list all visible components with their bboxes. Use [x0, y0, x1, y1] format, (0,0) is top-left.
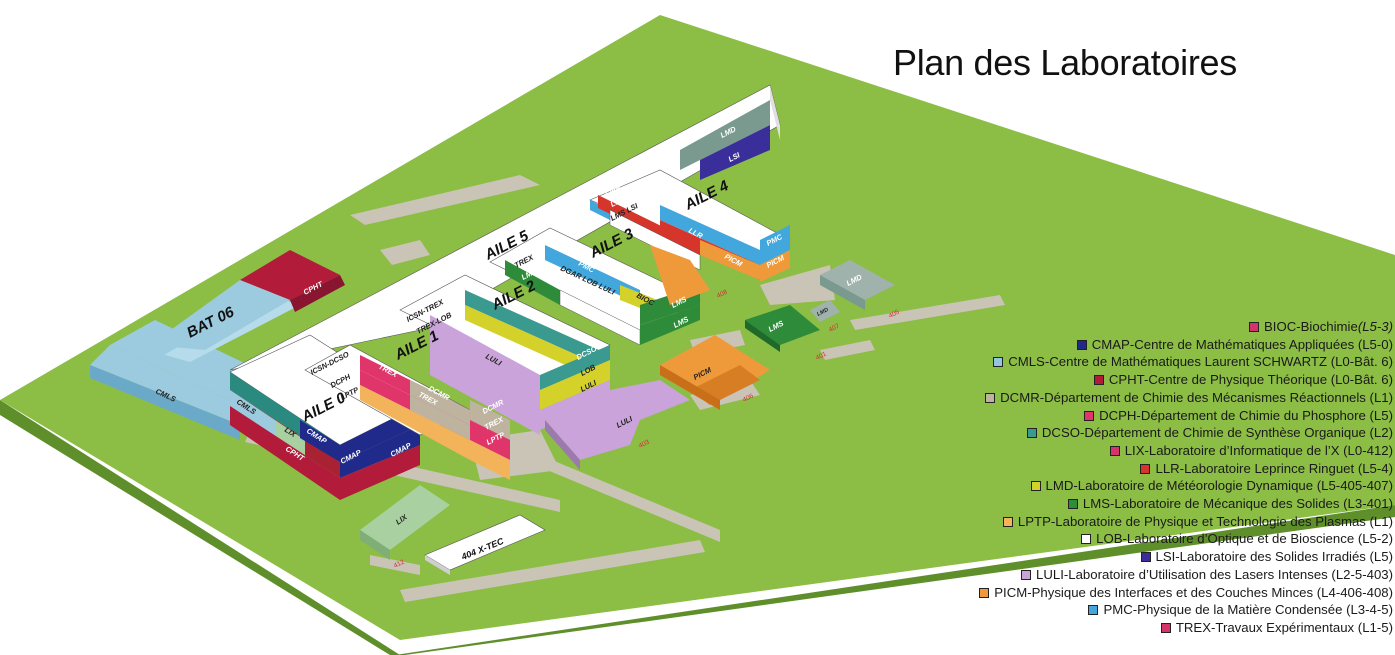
legend-item: LMS-Laboratoire de Mécanique des Solides… — [1067, 495, 1393, 513]
lmd-buildings — [810, 260, 895, 322]
legend-label: TREX-Travaux Expérimentaux (L1-5) — [1175, 619, 1393, 635]
bat06-building — [90, 250, 345, 440]
legend-item: PMC-Physique de la Matière Condensée (L3… — [1088, 601, 1393, 619]
num-407: 407 — [828, 322, 841, 333]
legend-swatch — [1081, 534, 1092, 545]
aile2-building — [399, 274, 611, 480]
xtec-building — [424, 514, 546, 575]
legend-label-extra: (L5-3) — [1357, 319, 1393, 334]
luli-403-building — [545, 380, 690, 470]
legend-swatch — [1084, 410, 1095, 421]
legend-item: DCMR-Département de Chimie des Mécanisme… — [985, 389, 1393, 407]
legend-item: PICM-Physique des Interfaces et des Couc… — [979, 584, 1393, 602]
legend-swatch — [1093, 375, 1104, 386]
legend-label: DCMR-Département de Chimie des Mécanisme… — [1000, 389, 1393, 405]
aile4-building — [589, 100, 791, 282]
legend-item: CMAP-Centre de Mathématiques Appliquées … — [1076, 336, 1393, 354]
legend-swatch — [1076, 339, 1087, 350]
legend-swatch — [1030, 481, 1041, 492]
picm-406-building — [650, 245, 770, 410]
legend-label: LULI-Laboratoire d’Utilisation des Laser… — [1036, 566, 1393, 582]
legend-swatch — [1249, 322, 1259, 332]
legend-item: LIX-Laboratoire d’Informatique de l’X (L… — [1109, 442, 1393, 460]
legend-swatch — [1140, 552, 1151, 563]
legend-item: CMLS-Centre de Mathématiques Laurent SCH… — [993, 353, 1393, 371]
map-title: Plan des Laboratoires — [893, 42, 1237, 83]
legend-swatch — [1088, 605, 1099, 616]
legend-item: DCSO-Département de Chimie de Synthèse O… — [1026, 424, 1393, 442]
legend-item: DCPH-Département de Chimie du Phosphore … — [1084, 407, 1393, 425]
legend-swatch — [985, 392, 996, 403]
legend-item: BIOC-Biochimie (L5-3) — [1249, 318, 1393, 336]
legend-label: LLR-Laboratoire Leprince Ringuet (L5-4) — [1155, 460, 1393, 476]
ground-side — [0, 400, 400, 655]
legend-item: LPTP-Laboratoire de Physique et Technolo… — [1002, 513, 1393, 531]
lix-building — [360, 485, 450, 560]
legend-label: CMLS-Centre de Mathématiques Laurent SCH… — [1008, 354, 1393, 370]
legend-label: CPHT-Centre de Physique Théorique (L0-Bâ… — [1108, 372, 1393, 388]
legend-swatch — [1160, 622, 1171, 633]
num-405: 405 — [888, 308, 901, 319]
num-412: 412 — [393, 558, 406, 569]
num-403: 403 — [638, 438, 651, 449]
ground-side-right — [395, 505, 1395, 655]
legend-swatch — [979, 587, 990, 598]
legend-item: LSI-Laboratoire des Solides Irradiés (L5… — [1140, 548, 1394, 566]
legend-swatch — [1021, 569, 1032, 580]
aile5-building — [229, 84, 781, 371]
legend-item: CPHT-Centre de Physique Théorique (L0-Bâ… — [1093, 371, 1393, 389]
legend-item: LLR-Laboratoire Leprince Ringuet (L5-4) — [1140, 460, 1393, 478]
legend-label: BIOC-Biochimie — [1264, 319, 1358, 334]
num-408: 408 — [716, 288, 729, 299]
legend-swatch — [993, 357, 1004, 368]
legend-item: TREX-Travaux Expérimentaux (L1-5) — [1160, 619, 1393, 637]
legend-label: LOB-Laboratoire d’Optique et de Bioscien… — [1096, 531, 1393, 547]
legend-label: DCPH-Département de Chimie du Phosphore … — [1099, 407, 1393, 423]
legend-swatch — [1002, 516, 1013, 527]
lms-401-building — [745, 305, 820, 352]
legend-label: LSI-Laboratoire des Solides Irradiés (L5… — [1155, 549, 1394, 565]
legend-label: LIX-Laboratoire d’Informatique de l’X (L… — [1124, 442, 1393, 458]
legend-label: LPTP-Laboratoire de Physique et Technolo… — [1017, 513, 1393, 529]
legend-label: LMD-Laboratoire de Météorologie Dynamiqu… — [1045, 478, 1393, 494]
legend-swatch — [1140, 463, 1151, 474]
lmd-407-label: LMD — [816, 307, 829, 318]
legend-label: DCSO-Département de Chimie de Synthèse O… — [1041, 425, 1393, 441]
aile1-building — [304, 344, 471, 460]
legend-swatch — [1026, 428, 1037, 439]
num-401: 401 — [815, 350, 828, 361]
num-406: 406 — [742, 392, 755, 403]
legend-item: LMD-Laboratoire de Météorologie Dynamiqu… — [1030, 477, 1393, 495]
legend-item: LULI-Laboratoire d’Utilisation des Laser… — [1021, 566, 1393, 584]
legend-label: CMAP-Centre de Mathématiques Appliquées … — [1091, 336, 1393, 352]
legend-label: LMS-Laboratoire de Mécanique des Solides… — [1082, 496, 1393, 511]
legend-label: PMC-Physique de la Matière Condensée (L3… — [1103, 602, 1393, 618]
legend-swatch — [1109, 445, 1120, 456]
legend-item: LOB-Laboratoire d’Optique et de Bioscien… — [1081, 530, 1393, 548]
legend-label: PICM-Physique des Interfaces et des Couc… — [994, 584, 1393, 600]
aile0-building — [229, 334, 421, 500]
legend-swatch — [1067, 499, 1078, 509]
